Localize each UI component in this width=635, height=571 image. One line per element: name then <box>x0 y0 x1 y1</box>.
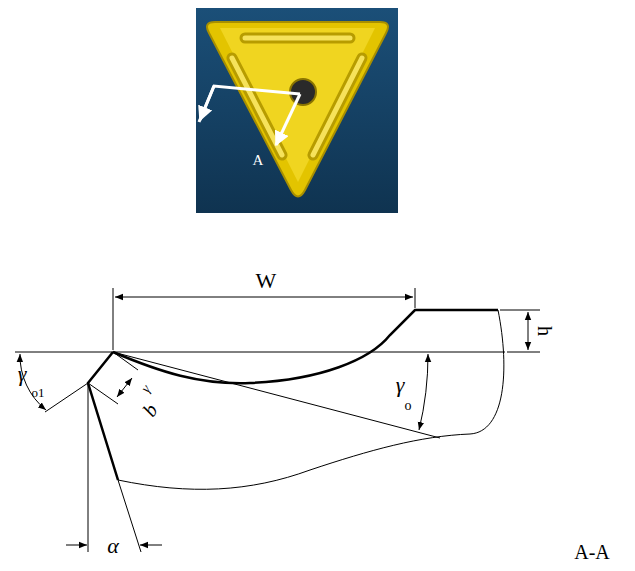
angle-subscript: o1 <box>32 386 45 399</box>
dimension-label: b <box>139 400 161 420</box>
section-title: A-A <box>574 542 610 562</box>
section-drawing <box>15 288 540 552</box>
dimension-label: h <box>535 326 555 336</box>
dimension-subscript: γ <box>139 383 154 396</box>
section-mark: A <box>253 153 264 168</box>
angle-symbol: α <box>107 535 119 557</box>
insert-photo <box>196 8 398 213</box>
dimension-label: W <box>256 270 277 292</box>
angle-symbol: γ <box>396 374 405 396</box>
angle-symbol: γ <box>18 363 27 385</box>
angle-subscript: o <box>405 399 412 413</box>
